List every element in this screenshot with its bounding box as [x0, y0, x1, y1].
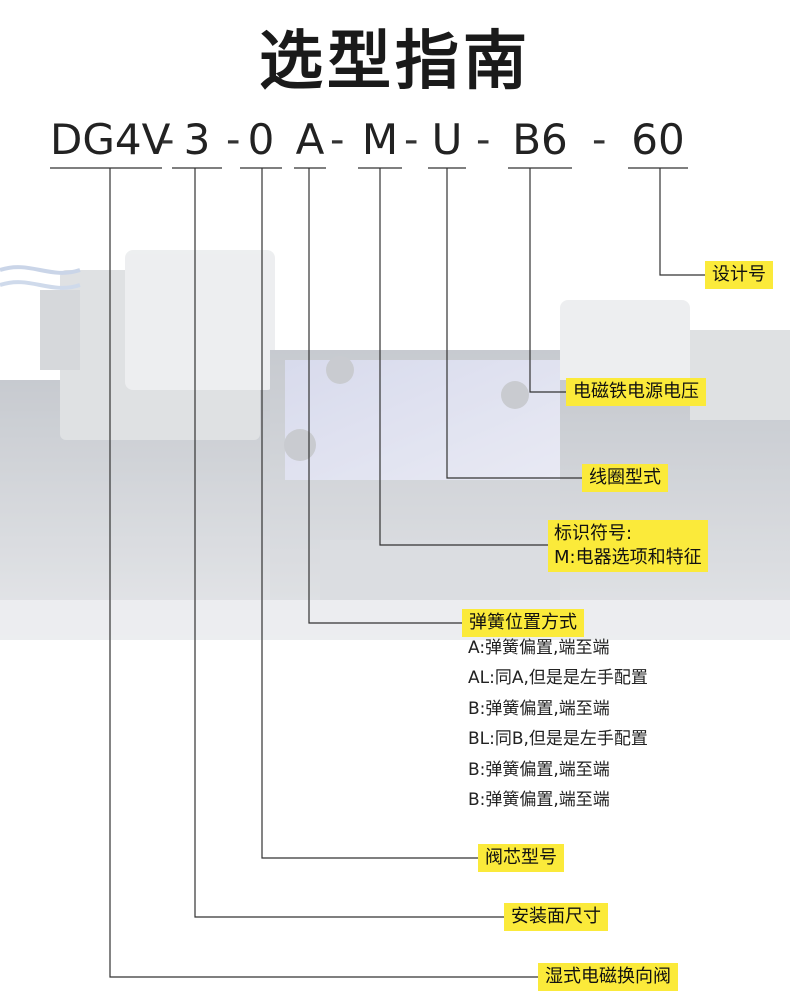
code-segment-a: A	[295, 115, 325, 164]
connector-solenoid-voltage	[529, 168, 566, 393]
connector-mounting	[194, 168, 504, 918]
code-separator: -	[476, 117, 491, 163]
connector-identification	[379, 168, 548, 546]
code-separator: -	[404, 117, 419, 163]
connector-design-no	[659, 168, 705, 276]
identification-detail: M:电器选项和特征	[554, 547, 702, 568]
code-segment-u: U	[431, 115, 463, 164]
code-segment-b6: B6	[512, 115, 568, 164]
code-segment-0: 0	[247, 115, 275, 164]
code-segment-m: M	[361, 115, 399, 164]
label-identification: 标识符号: M:电器选项和特征	[548, 520, 708, 572]
label-design-no: 设计号	[705, 261, 773, 289]
code-separator: -	[160, 117, 175, 163]
connector-coil-type	[446, 168, 582, 479]
label-solenoid-voltage: 电磁铁电源电压	[566, 378, 706, 406]
spring-option: AL:同A,但是是左手配置	[468, 668, 648, 688]
connector-valve-type	[109, 168, 538, 978]
code-separator: -	[330, 117, 345, 163]
code-segment-dg4v: DG4V	[50, 115, 171, 164]
spring-option: B:弹簧偏置,端至端	[468, 699, 610, 719]
label-valve-type: 湿式电磁换向阀	[538, 963, 678, 991]
label-spool-type: 阀芯型号	[478, 844, 564, 872]
label-coil-type: 线圈型式	[582, 464, 668, 492]
label-mounting-size: 安装面尺寸	[504, 903, 608, 931]
connector-spring	[308, 168, 462, 624]
identification-title: 标识符号:	[554, 523, 633, 544]
code-separator: -	[226, 117, 241, 163]
code-segment-60: 60	[631, 115, 685, 164]
label-spring-arrangement: 弹簧位置方式	[462, 609, 584, 637]
spring-option: B:弹簧偏置,端至端	[468, 790, 610, 810]
spring-option: B:弹簧偏置,端至端	[468, 760, 610, 780]
page-title: 选型指南	[259, 25, 531, 99]
spring-option: A:弹簧偏置,端至端	[468, 638, 610, 658]
spring-option: BL:同B,但是是左手配置	[468, 729, 648, 749]
code-separator: -	[592, 117, 607, 163]
connector-spool	[261, 168, 478, 859]
code-segment-3: 3	[183, 115, 211, 164]
